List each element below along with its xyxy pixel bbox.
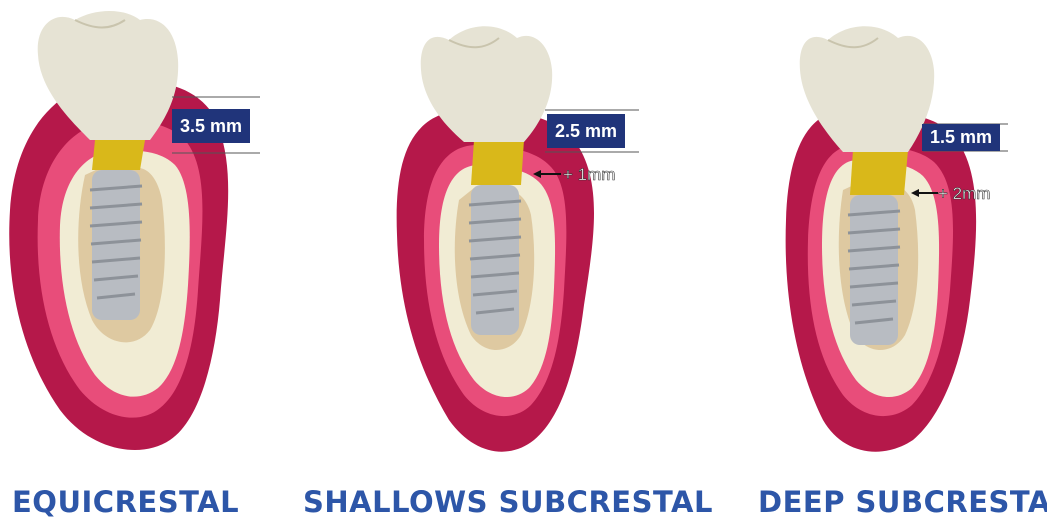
implant-illustration-deep [698, 0, 1047, 470]
panel-equicrestal: 3.5 mm EQUICRESTAL [0, 0, 349, 523]
distance-label: 3.5 mm [172, 109, 250, 143]
implant-illustration-equicrestal [0, 0, 349, 470]
panel-deep-subcrestal: 1.5 mm + 2mm DEEP SUBCRESTAL [698, 0, 1047, 523]
offset-label: + 2mm [938, 184, 990, 204]
panel-caption: DEEP SUBCRESTAL [758, 485, 1047, 519]
abutment [850, 150, 908, 195]
panel-caption: SHALLOWS SUBCRESTAL [303, 485, 713, 519]
distance-label: 1.5 mm [922, 124, 1000, 151]
abutment [471, 140, 524, 185]
implant-illustration-shallows [349, 0, 698, 470]
panel-caption: EQUICRESTAL [12, 485, 239, 519]
offset-label: + 1mm [563, 165, 615, 185]
abutment [92, 140, 145, 170]
distance-label: 2.5 mm [547, 114, 625, 148]
panel-shallows-subcrestal: 2.5 mm + 1mm SHALLOWS SUBCRESTAL [349, 0, 698, 523]
